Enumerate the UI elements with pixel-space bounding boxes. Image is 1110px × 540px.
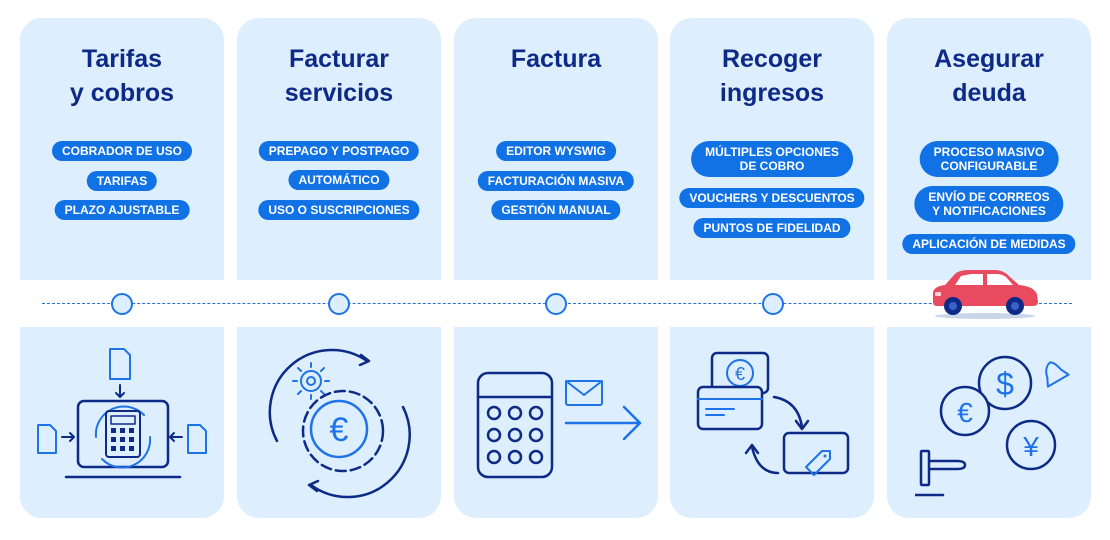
svg-text:¥: ¥ xyxy=(1022,431,1039,462)
stage-2-illustration-card: € xyxy=(237,327,441,518)
stage-2-tag-3: USO O SUSCRIPCIONES xyxy=(258,200,420,220)
stage-3-title: Factura xyxy=(510,45,602,73)
stage-1-title: Tarifas y cobros xyxy=(69,45,175,107)
payment-voucher-icon: € xyxy=(694,349,854,500)
timeline-node-1 xyxy=(111,293,133,315)
stage-2-tag-1: PREPAGO Y POSTPAGO xyxy=(258,141,420,161)
stage-5-tag-3: APLICACIÓN DE MEDIDAS xyxy=(902,234,1076,254)
stage-5-title: Asegurar deuda xyxy=(934,45,1044,107)
euro-gears-cycle-icon: € xyxy=(257,341,423,506)
stage-1-card: Tarifas y cobros COBRADOR DE USO TARIFAS… xyxy=(20,18,224,280)
stage-1-illustration-card xyxy=(20,327,224,518)
stage-1-tag-1: COBRADOR DE USO xyxy=(51,141,193,161)
stage-3-tag-2: FACTURACIÓN MASIVA xyxy=(477,171,635,191)
timeline-node-3 xyxy=(545,293,567,315)
stage-1-tag-2: TARIFAS xyxy=(86,171,158,191)
stage-3-tag-3: GESTIÓN MANUAL xyxy=(491,200,621,220)
stage-3-card: Factura EDITOR WYSWIG FACTURACIÓN MASIVA… xyxy=(454,18,658,280)
stage-4-title: Recoger ingresos xyxy=(719,45,825,107)
stage-2-card: Facturar servicios PREPAGO Y POSTPAGO AU… xyxy=(237,18,441,280)
car-icon xyxy=(925,268,1043,320)
calculator-cycle-icon xyxy=(30,345,214,500)
stage-2-title: Facturar servicios xyxy=(284,45,394,107)
timeline-node-2 xyxy=(328,293,350,315)
svg-text:€: € xyxy=(330,411,349,449)
calculator-mail-icon xyxy=(474,369,644,486)
svg-text:€: € xyxy=(735,364,745,384)
stage-3-illustration-card xyxy=(454,327,658,518)
stage-5-illustration-card: $ € ¥ xyxy=(887,327,1091,518)
timeline-node-4 xyxy=(762,293,784,315)
stage-2-tag-2: AUTOMÁTICO xyxy=(288,170,390,190)
stage-3-tag-1: EDITOR WYSWIG xyxy=(496,141,616,161)
stage-4-tag-3: PUNTOS DE FIDELIDAD xyxy=(693,218,851,238)
stage-1-tag-3: PLAZO AJUSTABLE xyxy=(54,200,190,220)
currencies-gavel-icon: $ € ¥ xyxy=(913,351,1081,506)
svg-text:€: € xyxy=(957,397,973,428)
stage-4-tag-2: VOUCHERS Y DESCUENTOS xyxy=(679,188,865,208)
stage-4-illustration-card: € xyxy=(670,327,874,518)
svg-text:$: $ xyxy=(996,366,1014,402)
